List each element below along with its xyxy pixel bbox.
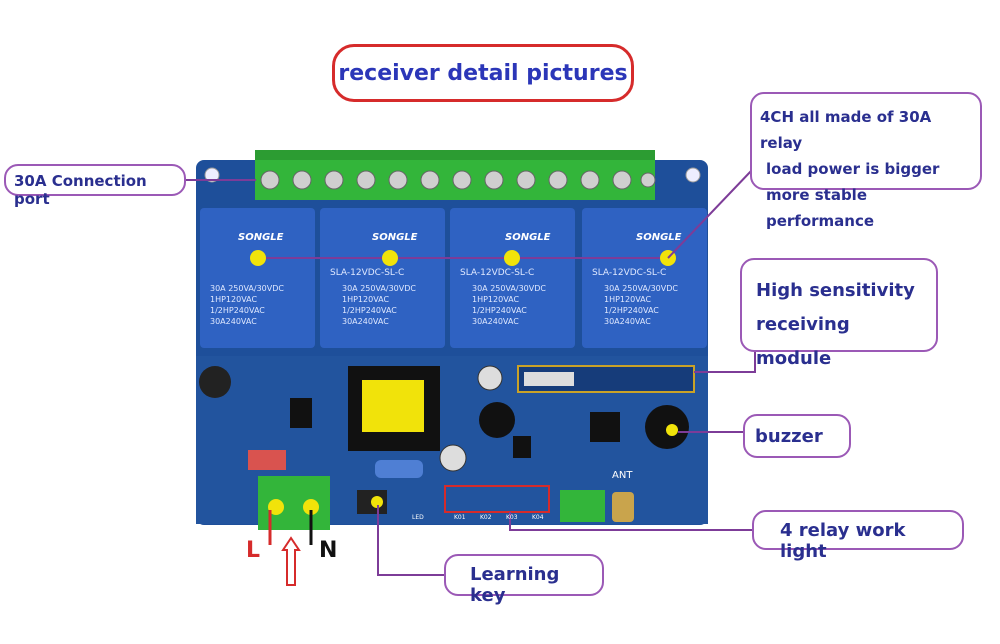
transformer-core <box>362 380 424 432</box>
relay-brand-label: SONGLE <box>636 232 682 243</box>
terminal-block-top <box>255 150 656 200</box>
relay-brand-label: SONGLE <box>238 232 284 243</box>
callout-receiving-module: High sensitivity receiving module <box>740 258 938 369</box>
leader-line <box>509 512 752 531</box>
relay-brand-label: SONGLE <box>372 232 418 243</box>
relay <box>320 208 445 348</box>
capacitor <box>375 460 423 478</box>
live-marker <box>268 499 284 515</box>
inductor <box>479 402 515 438</box>
callout-buzzer: buzzer <box>743 414 851 458</box>
callout-learning-key: Learning key <box>444 554 604 606</box>
callout-buzzer-text: buzzer <box>755 426 823 447</box>
learning-key-marker <box>371 496 383 508</box>
fuse <box>248 450 286 470</box>
relay-model-label: SLA-12VDC-SL-C <box>460 268 535 278</box>
relay-marker <box>504 250 520 266</box>
led-label: K03 <box>506 514 518 521</box>
title-text: receiver detail pictures <box>338 60 628 86</box>
mounting-hole <box>204 167 220 183</box>
callout-connection-port: 30A Connection port <box>4 164 186 208</box>
relay <box>450 208 575 348</box>
buzzer-marker <box>666 424 678 436</box>
led-label: K02 <box>480 514 492 521</box>
live-label: L <box>246 538 261 563</box>
callout-relay-line: more stable performance <box>766 186 875 230</box>
relay-marker <box>250 250 266 266</box>
electrolytic-capacitor <box>199 366 231 398</box>
mounting-hole <box>685 167 701 183</box>
relay-spec: 30A 250VA/30VDC 1HP120VAC 1/2HP240VAC 30… <box>210 284 284 326</box>
callout-receiving-line: High sensitivity <box>756 280 915 301</box>
antenna-coil <box>612 492 634 522</box>
relay <box>200 208 315 348</box>
callout-receiving-line: receiving module <box>756 314 850 369</box>
relay-spec: 30A 250VA/30VDC 1HP120VAC 1/2HP240VAC 30… <box>342 284 416 326</box>
leader-line <box>667 169 753 259</box>
chip <box>513 436 531 458</box>
chip <box>590 412 620 442</box>
antenna-label: ANT <box>612 470 633 481</box>
relays <box>200 208 707 348</box>
callout-relay-light: 4 relay work light <box>752 510 964 562</box>
electrolytic-capacitor <box>439 444 467 472</box>
crystal <box>524 372 574 386</box>
led-label: K01 <box>454 514 466 521</box>
callout-relay-line: load power is bigger <box>766 160 940 178</box>
leader-line <box>377 505 445 576</box>
callout-connection-port-text: 30A Connection port <box>14 172 147 208</box>
led-label: K04 <box>532 514 544 521</box>
relay-spec: 30A 250VA/30VDC 1HP120VAC 1/2HP240VAC 30… <box>472 284 546 326</box>
led-label: LED <box>412 514 424 521</box>
neutral-marker <box>303 499 319 515</box>
callout-learning-key-text: Learning key <box>470 564 560 606</box>
relay-marker <box>382 250 398 266</box>
antenna-terminal <box>560 490 605 522</box>
led-area <box>444 485 550 513</box>
electrolytic-capacitor <box>477 365 503 391</box>
relay-model-label: SLA-12VDC-SL-C <box>330 268 405 278</box>
relay-model-label: SLA-12VDC-SL-C <box>592 268 667 278</box>
callout-relay-line: 4CH all made of 30A relay <box>760 108 932 152</box>
relay-brand-label: SONGLE <box>505 232 551 243</box>
callout-relay-light-text: 4 relay work light <box>780 520 906 562</box>
chip <box>290 398 312 428</box>
input-arrow <box>281 536 301 586</box>
callout-relay-info: 4CH all made of 30A relay load power is … <box>750 92 982 230</box>
leader-line <box>694 350 756 373</box>
relay-spec: 30A 250VA/30VDC 1HP120VAC 1/2HP240VAC 30… <box>604 284 678 326</box>
neutral-label: N <box>319 538 338 563</box>
page-title: receiver detail pictures <box>332 44 634 102</box>
relay <box>582 208 707 348</box>
